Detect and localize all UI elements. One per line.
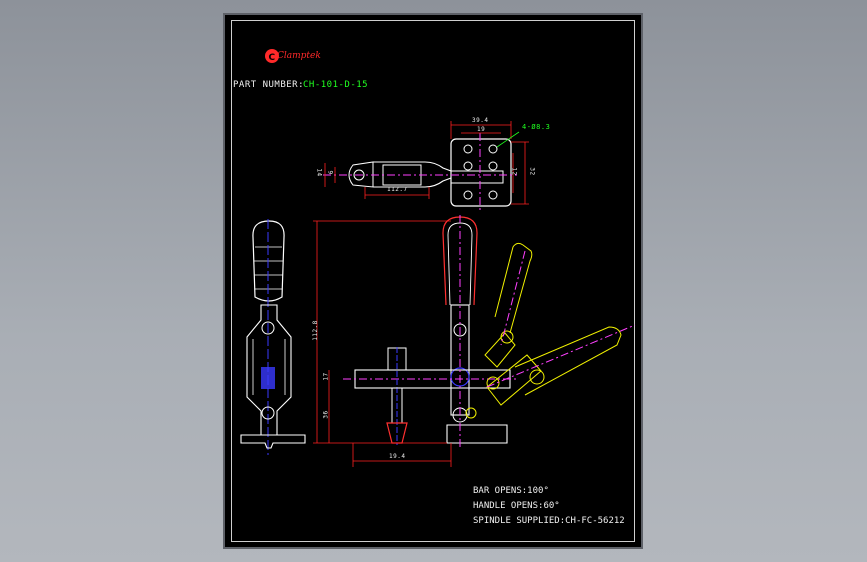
dim-handle-length: 112.7 [387, 186, 408, 193]
svg-text:C: C [269, 53, 276, 63]
note-spindle-supplied: SPINDLE SUPPLIED:CH-FC-56212 [473, 516, 625, 526]
dim-base-height: 36 [322, 410, 330, 419]
brand-logo-text: Clamptek [277, 51, 321, 61]
side-view [240, 219, 306, 455]
note-handle-opens: HANDLE OPENS:60° [473, 501, 560, 511]
dim-handle-dia-2: 9 [326, 170, 334, 175]
note-bar-opens: BAR OPENS:100° [473, 486, 549, 496]
dim-top-width-outer: 39.4 [472, 117, 489, 124]
dim-top-height-inner: 12 [510, 167, 518, 176]
part-number-value: CH-101-D-15 [303, 80, 369, 90]
dim-total-height: 112.8 [311, 320, 319, 341]
dim-base-width: 19.4 [389, 453, 406, 460]
drawing-sheet: C [223, 13, 643, 549]
drawing-frame [231, 20, 635, 542]
dim-spindle-height: 17 [322, 372, 330, 381]
front-view [313, 215, 636, 467]
dim-top-height-outer: 32 [528, 167, 536, 176]
cad-drawing: C [240, 49, 636, 467]
hole-callout: 4-Ø8.3 [522, 123, 551, 131]
dim-handle-dia-1: 14 [315, 168, 323, 177]
top-view [323, 121, 529, 211]
logo-icon: C [265, 49, 279, 63]
dim-top-width-inner: 19 [477, 126, 486, 133]
part-number-label: PART NUMBER: [233, 80, 305, 90]
